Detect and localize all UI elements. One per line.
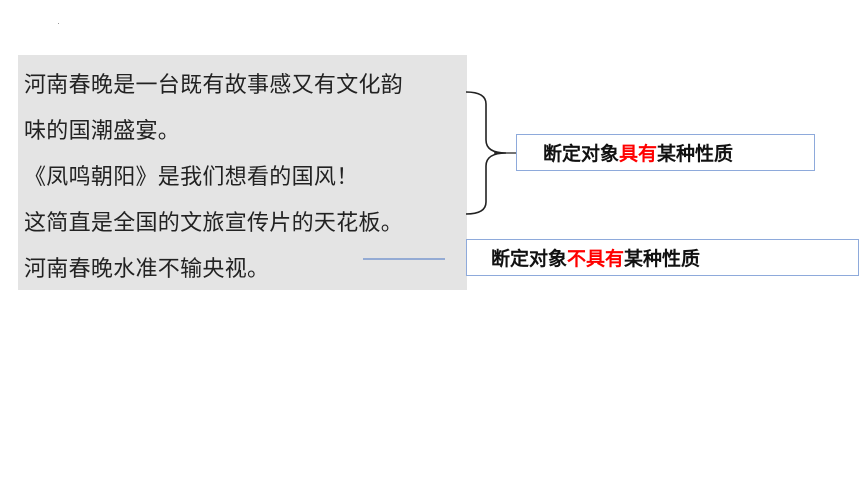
affirmative-property-label: 断定对象具有某种性质 bbox=[516, 134, 815, 171]
negative-property-label: 断定对象不具有某种性质 bbox=[466, 239, 859, 276]
passage-line-4: 这简直是全国的文旅宣传片的天花板。 bbox=[24, 211, 404, 236]
top-bar bbox=[0, 0, 860, 10]
passage-line-2: 味的国潮盛宴。 bbox=[24, 119, 181, 144]
passage-panel bbox=[18, 55, 467, 290]
affirmative-suffix: 某种性质 bbox=[657, 143, 734, 165]
passage-line-3: 《凤鸣朝阳》是我们想看的国风！ bbox=[24, 165, 359, 190]
affirmative-highlight: 具有 bbox=[619, 143, 658, 165]
decorative-dot bbox=[58, 23, 59, 24]
negative-prefix: 断定对象 bbox=[491, 248, 568, 270]
negative-suffix: 某种性质 bbox=[624, 248, 701, 270]
passage-line-1: 河南春晚是一台既有故事感又有文化韵 bbox=[24, 73, 404, 98]
negative-highlight: 不具有 bbox=[567, 248, 625, 270]
affirmative-prefix: 断定对象 bbox=[543, 143, 620, 165]
passage-line-5: 河南春晚水准不输央视。 bbox=[24, 257, 270, 282]
